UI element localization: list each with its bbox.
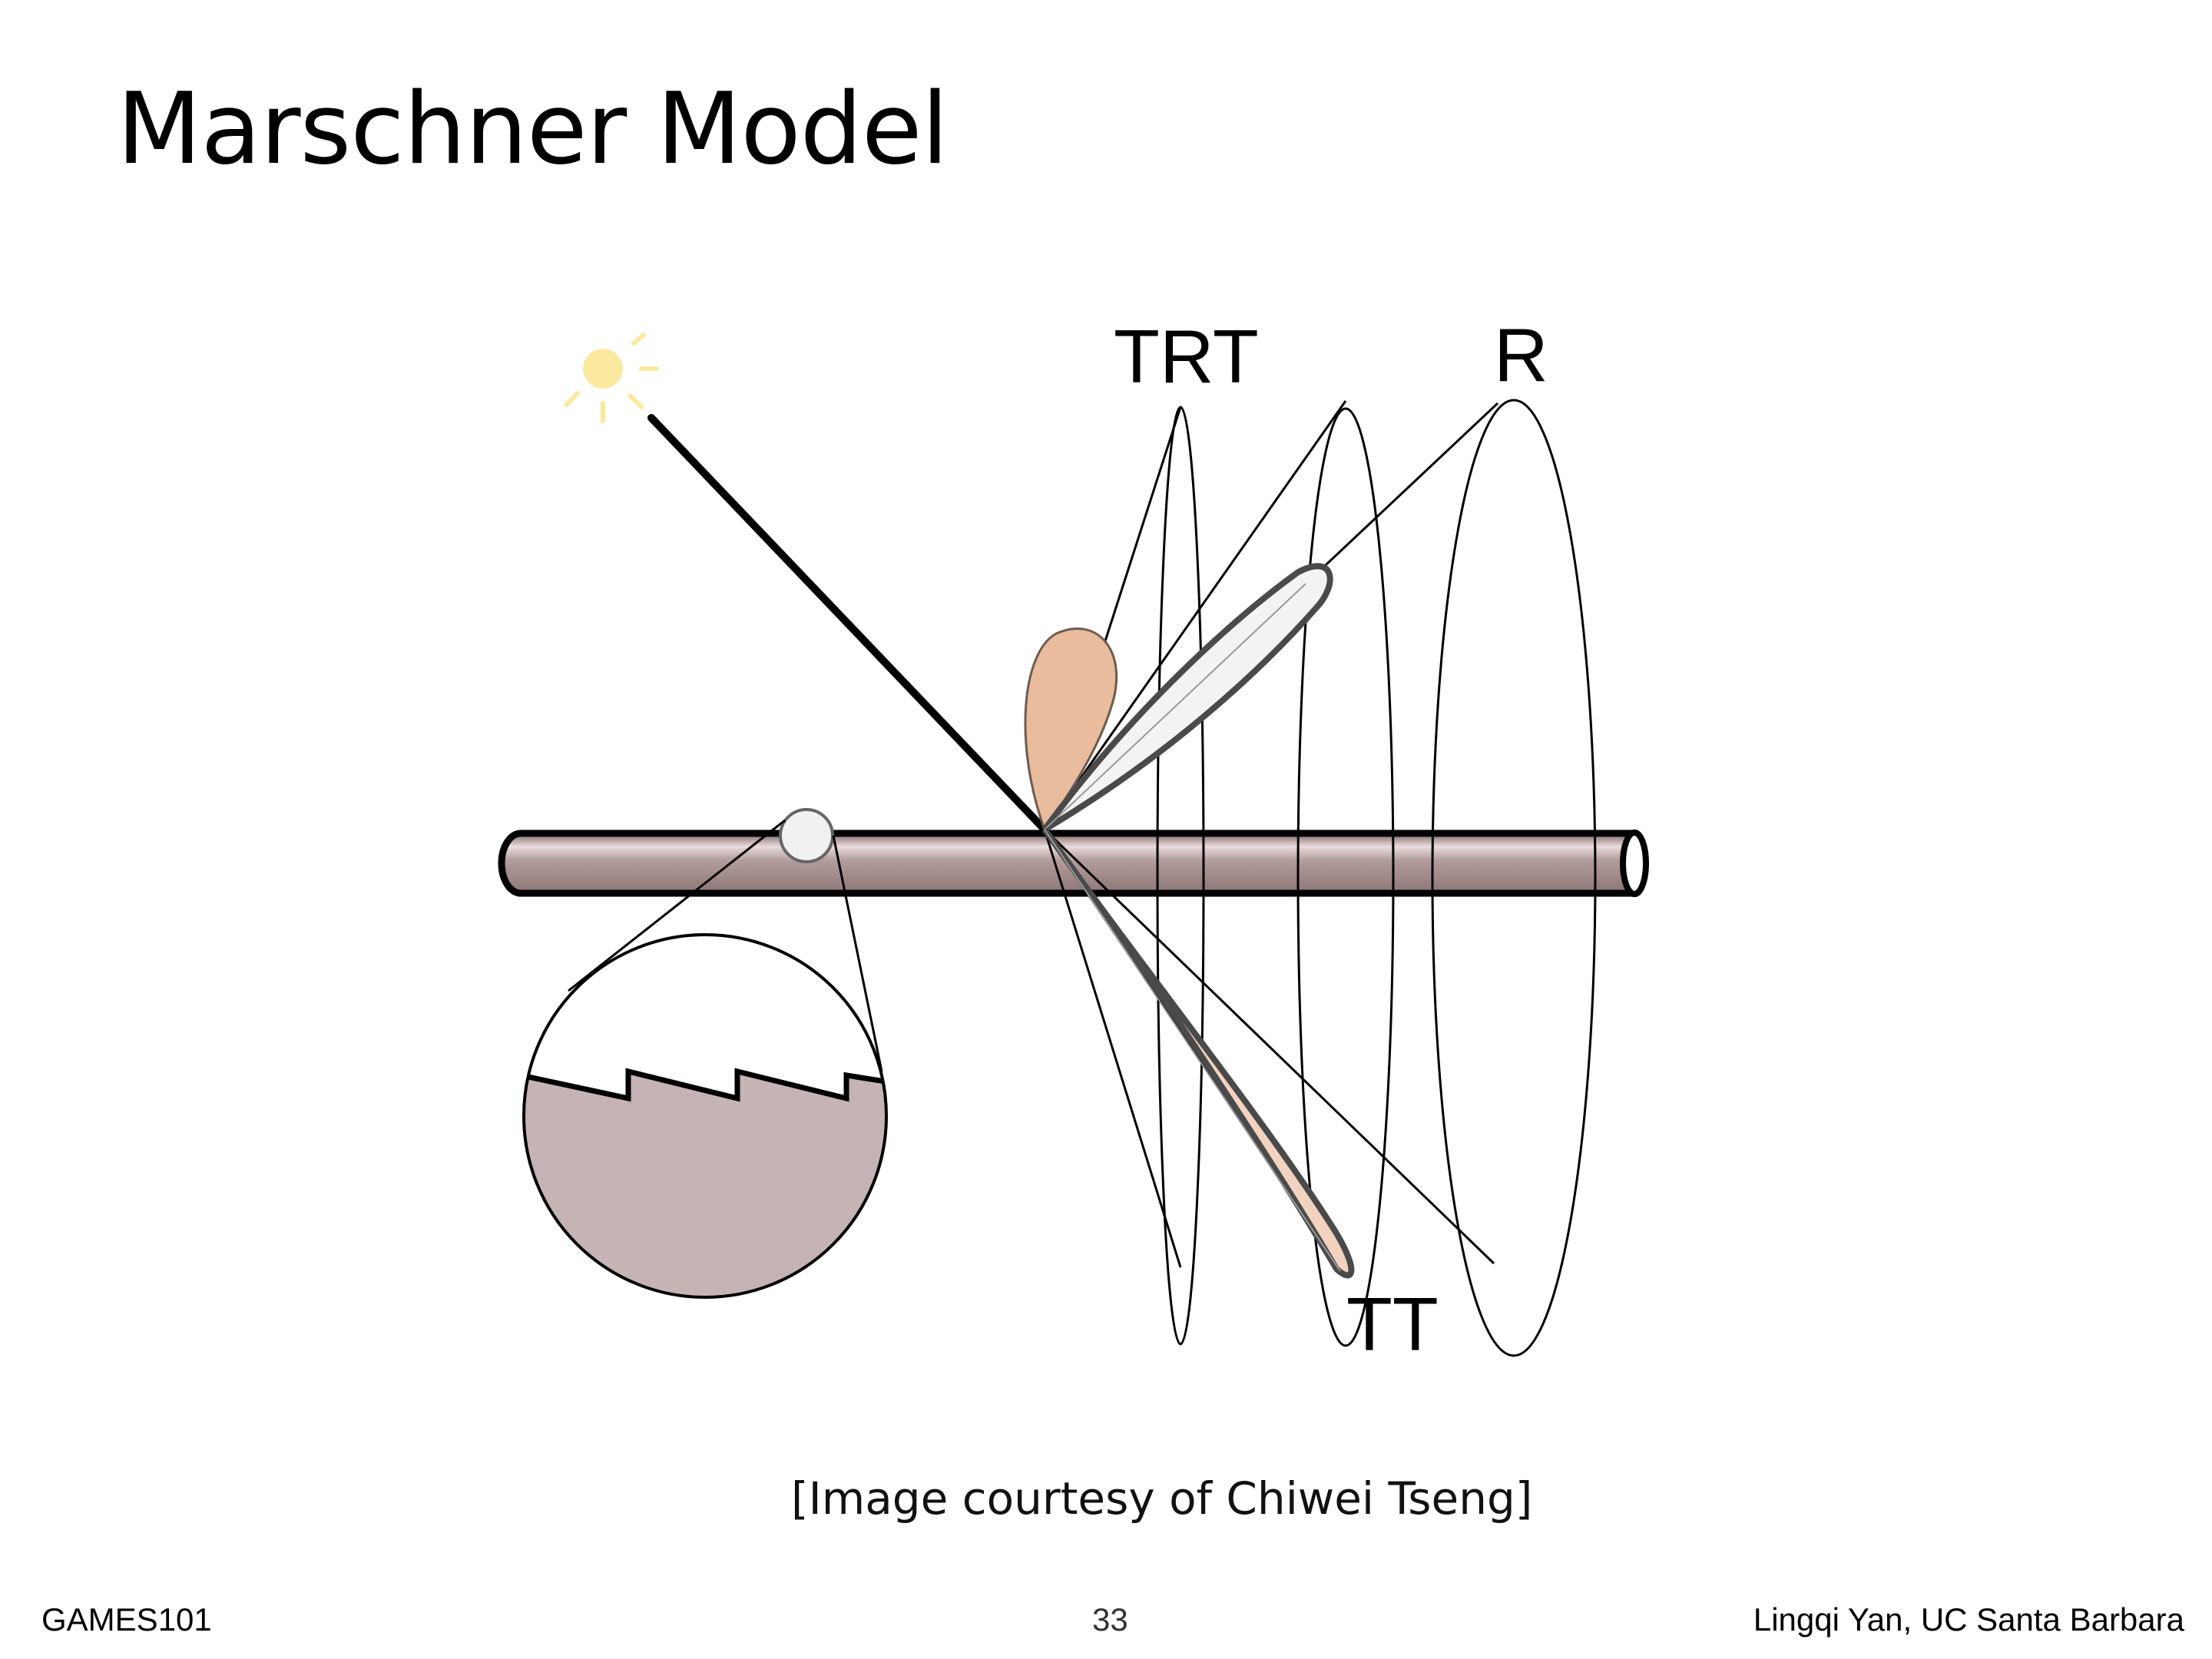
r-lobe: [1041, 563, 1333, 833]
image-credit-caption: [Image courtesy of Chiwei Tseng]: [791, 1472, 1533, 1525]
tt-cone: [1296, 407, 1395, 1347]
footer-author: Lingqi Yan, UC Santa Barbara: [1753, 1601, 2184, 1637]
slide-title: Marschner Model: [117, 72, 949, 187]
label-trt: TRT: [1114, 314, 1259, 399]
footer-page-number: 33: [1092, 1601, 1128, 1637]
label-tt: TT: [1346, 1282, 1439, 1366]
incident-ray: [647, 414, 1048, 833]
trt-lobe: [1024, 628, 1118, 833]
cuticle-magnifier: [522, 933, 888, 1299]
label-r: R: [1494, 313, 1548, 397]
light-source-icon: [564, 333, 659, 423]
hair-fiber: [498, 830, 1649, 897]
zoom-lines: [568, 819, 883, 1072]
tt-lobe: [1041, 827, 1355, 1279]
footer-course: GAMES101: [41, 1601, 212, 1637]
r-cone: [1431, 399, 1597, 1357]
magnified-spot: [779, 808, 834, 863]
